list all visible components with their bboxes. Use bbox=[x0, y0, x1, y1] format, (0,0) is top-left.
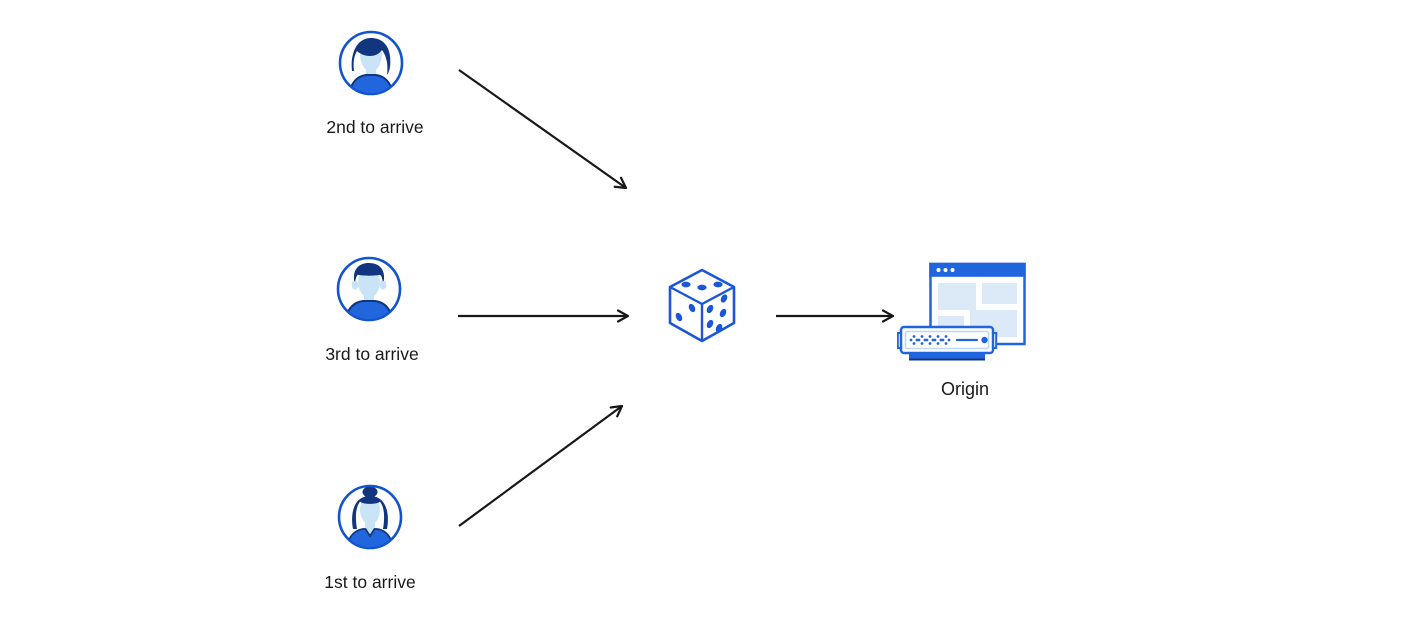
arrow-actor1-to-dice bbox=[458, 404, 624, 527]
server-dot-pattern bbox=[909, 335, 951, 345]
dice-icon bbox=[668, 268, 736, 343]
avatar-male-swept-hair-icon bbox=[338, 30, 404, 96]
actor-label-3rd: 3rd to arrive bbox=[325, 344, 419, 364]
arrow-actor2-to-dice bbox=[458, 69, 628, 190]
actor-label-2nd: 2nd to arrive bbox=[326, 117, 424, 137]
origin-server-browser-icon bbox=[897, 262, 1026, 361]
origin-label: Origin bbox=[940, 379, 990, 399]
avatar-female-bun-icon bbox=[337, 484, 403, 550]
avatar-male-short-hair-icon bbox=[336, 256, 402, 322]
actor-label-1st: 1st to arrive bbox=[324, 572, 416, 592]
